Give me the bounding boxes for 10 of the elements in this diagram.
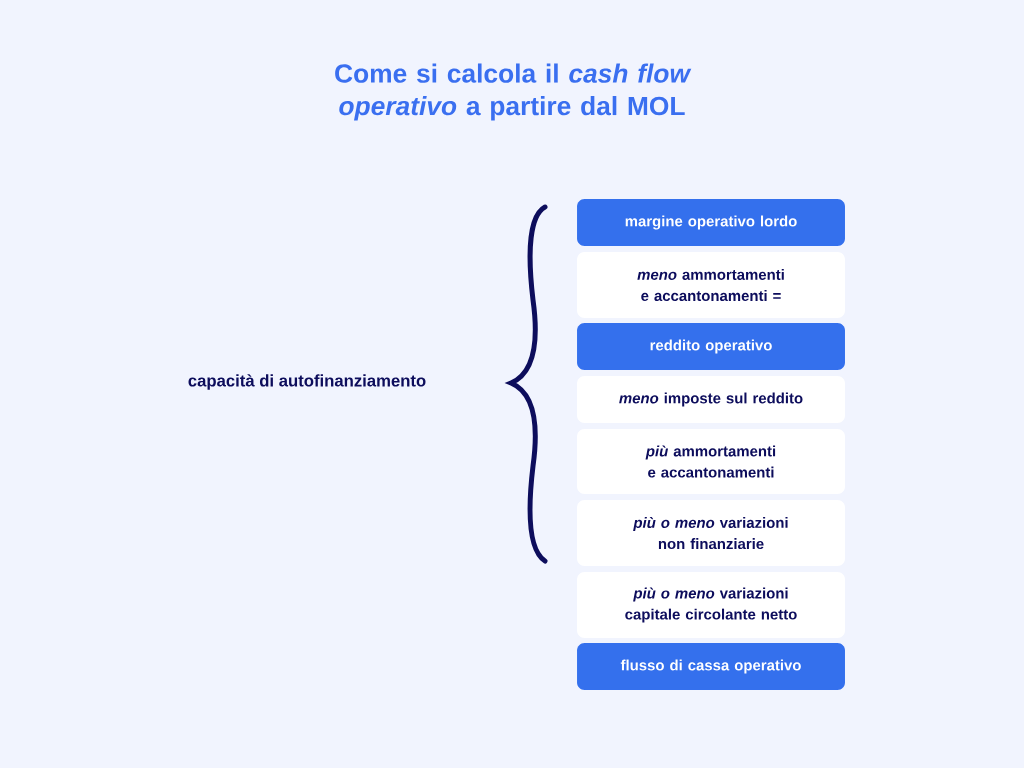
step-box: più o meno variazioni non finanziarie bbox=[577, 500, 845, 566]
brace-label: capacità di autofinanziamento bbox=[188, 374, 426, 390]
step-box: meno ammortamenti e accantonamenti = bbox=[577, 252, 845, 318]
step-box: meno imposte sul reddito bbox=[577, 376, 845, 423]
result-box: reddito operativo bbox=[577, 323, 845, 370]
step-box: più ammortamenti e accantonamenti bbox=[577, 429, 845, 494]
result-box: flusso di cassa operativo bbox=[577, 643, 845, 690]
title: Come si calcola il cash flow operativo a partire dal MOL bbox=[335, 63, 692, 121]
result-box: margine operativo lordo bbox=[577, 199, 845, 246]
step-box: più o meno variazioni capitale circolante netto bbox=[577, 572, 845, 638]
